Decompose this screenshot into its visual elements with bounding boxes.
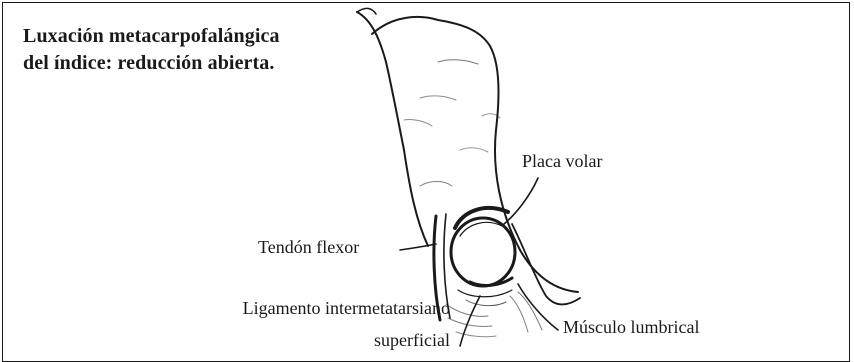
leader-ligamento xyxy=(460,296,480,346)
metacarpal-head xyxy=(451,218,515,286)
label-placa-volar: Placa volar xyxy=(522,150,602,172)
label-ligamento-intermetatarsiano: Ligamento intermetatarsiano superficial xyxy=(150,292,450,356)
leader-musculo-lumbrical xyxy=(518,284,558,330)
leader-tendon-flexor xyxy=(400,244,436,250)
leader-placa-volar xyxy=(504,178,538,224)
label-ligamento-line-2: superficial xyxy=(150,324,450,356)
finger-outline xyxy=(357,12,428,246)
label-musculo-lumbrical: Músculo lumbrical xyxy=(563,316,699,338)
label-ligamento-line-1: Ligamento intermetatarsiano xyxy=(150,292,450,324)
label-tendon-flexor: Tendón flexor xyxy=(258,236,359,258)
